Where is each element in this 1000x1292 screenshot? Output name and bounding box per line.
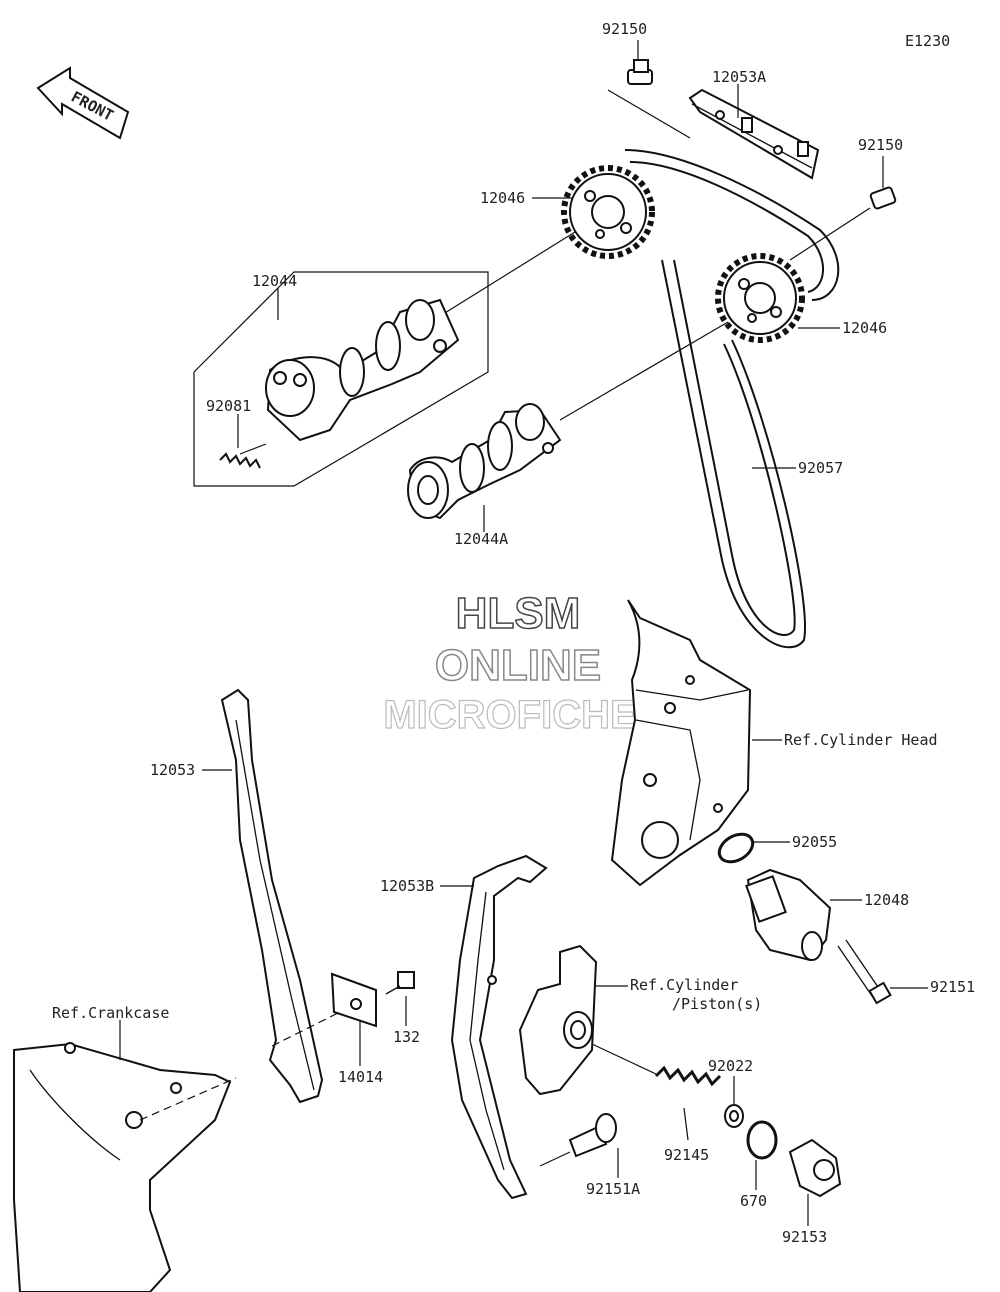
chain-guide-12053B — [450, 854, 548, 1200]
label-92022: 92022 — [708, 1057, 753, 1075]
label-92055: 92055 — [792, 833, 837, 851]
label-92145: 92145 — [664, 1146, 709, 1164]
label-12046-left: 12046 — [480, 189, 525, 207]
label-92150-top: 92150 — [602, 20, 647, 38]
label-14014: 14014 — [338, 1068, 383, 1086]
tensioner-12048 — [745, 868, 892, 1005]
label-ref-cylinder-2: /Piston(s) — [672, 995, 762, 1013]
plug-92153 — [788, 1138, 842, 1198]
diagram-code: E1230 — [905, 32, 950, 50]
bolt-132 — [385, 971, 415, 995]
watermark-line2: ONLINE — [435, 641, 601, 690]
sprocket-12046-left — [561, 165, 655, 259]
label-92151: 92151 — [930, 978, 975, 996]
label-92151A: 92151A — [586, 1180, 640, 1198]
label-670: 670 — [740, 1192, 767, 1210]
crankcase — [13, 1042, 232, 1292]
chain-guide-12053A — [688, 88, 820, 180]
camshaft-box-12044 — [193, 271, 489, 487]
front-arrow-icon: FRONT — [36, 66, 130, 140]
timing-chain-92057 — [624, 149, 840, 649]
label-12048: 12048 — [864, 891, 909, 909]
label-ref-cylinder-head: Ref.Cylinder Head — [784, 731, 938, 749]
label-92150-right: 92150 — [858, 136, 903, 154]
label-12053: 12053 — [150, 761, 195, 779]
cylinder-piston-block — [518, 944, 598, 1096]
label-132: 132 — [393, 1028, 420, 1046]
watermark-line3: MICROFICHE — [383, 693, 636, 737]
cylinder-head — [610, 599, 752, 887]
spring-92145 — [654, 1065, 722, 1087]
o-ring-92055 — [717, 832, 755, 864]
bolt-92151A — [568, 1113, 617, 1158]
label-92081: 92081 — [206, 397, 251, 415]
camshaft-12044A — [407, 403, 562, 520]
camshaft-12044 — [265, 298, 460, 442]
sprocket-12046-right — [715, 253, 805, 343]
label-92153: 92153 — [782, 1228, 827, 1246]
label-12053B: 12053B — [380, 877, 434, 895]
label-92057: 92057 — [798, 459, 843, 477]
label-ref-crankcase: Ref.Crankcase — [52, 1004, 169, 1022]
spring-92081 — [219, 452, 261, 469]
label-12044: 12044 — [252, 272, 297, 290]
washer-92022 — [724, 1104, 744, 1128]
plate-14014 — [330, 972, 377, 1028]
watermark: HLSM ONLINE MICROFICHE — [383, 588, 638, 737]
watermark-line1: HLSM — [456, 589, 581, 638]
o-ring-670 — [746, 1120, 778, 1160]
label-12044A: 12044A — [454, 530, 508, 548]
label-12053A: 12053A — [712, 68, 766, 86]
chain-guide-12053 — [220, 688, 324, 1104]
label-ref-cylinder-1: Ref.Cylinder — [630, 976, 738, 994]
bolt-92150-top — [627, 59, 653, 85]
bolt-92150-right — [869, 186, 897, 210]
label-12046-right: 12046 — [842, 319, 887, 337]
